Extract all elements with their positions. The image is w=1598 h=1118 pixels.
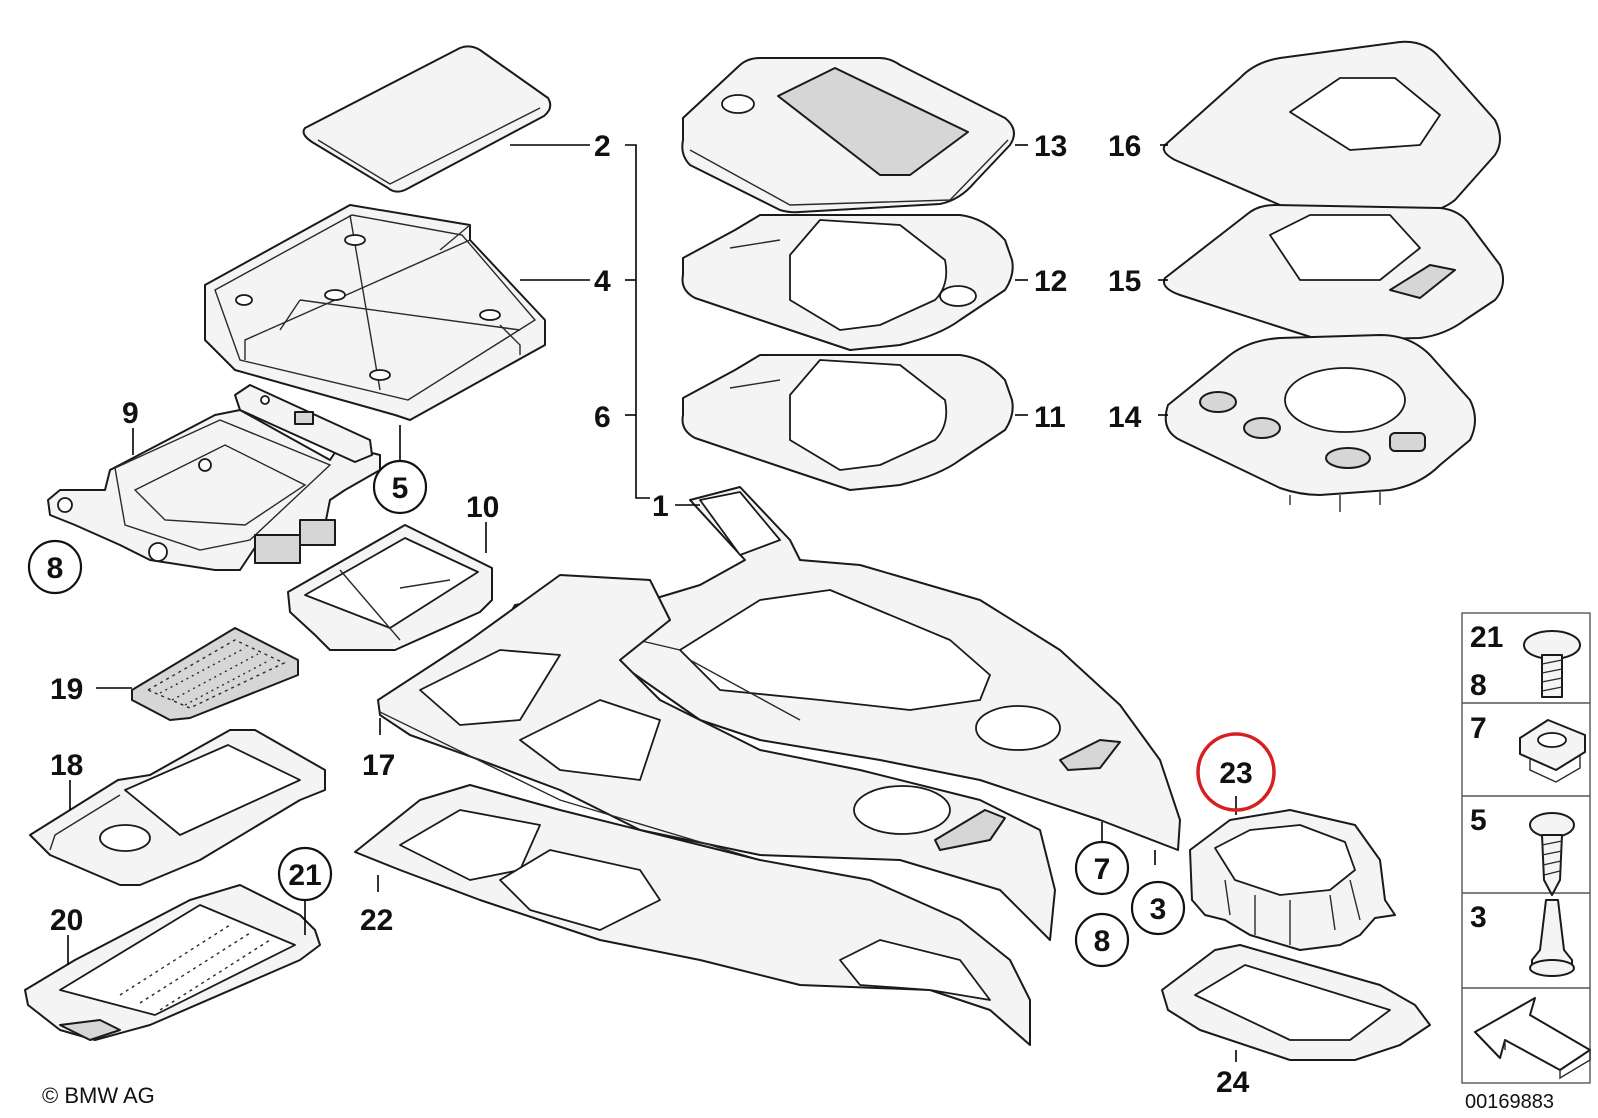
label-14: 14 <box>1108 401 1142 434</box>
part-24-frame <box>1161 944 1431 1061</box>
screw-icon <box>1523 630 1581 698</box>
callout-circle-3 <box>1130 880 1186 936</box>
label-10: 10 <box>466 491 499 524</box>
part-17-trim-panel <box>377 574 1056 941</box>
legend-label-8: 8 <box>1470 669 1487 702</box>
part-22-lower-trim <box>354 784 1031 1046</box>
label-6: 6 <box>594 401 611 434</box>
part-clip-strip <box>234 384 373 463</box>
highlight-ring-23 <box>1196 732 1276 812</box>
part-12-trim-plate <box>681 214 1014 351</box>
part-19-mat <box>131 627 299 721</box>
legend-label-3: 3 <box>1470 901 1487 934</box>
label-1: 1 <box>652 490 669 523</box>
part-16-top-bezel <box>1162 40 1501 216</box>
callout-circle-8-left <box>27 539 83 595</box>
screw-icon <box>1529 812 1575 896</box>
leader-lines <box>67 144 1237 1062</box>
legend-label-21: 21 <box>1470 621 1503 654</box>
label-12: 12 <box>1034 265 1067 298</box>
direction-arrow-icon <box>1474 997 1591 1080</box>
part-13-switch-cover <box>681 57 1015 214</box>
callout-circle-5 <box>372 459 428 515</box>
label-3: 3 <box>1150 893 1167 926</box>
callout-labels: 2 4 6 1 13 12 11 16 15 14 9 10 19 18 20 … <box>27 130 1276 1099</box>
label-13: 13 <box>1034 130 1067 163</box>
label-23: 23 <box>1219 757 1252 790</box>
legend-label-7: 7 <box>1470 712 1487 745</box>
label-8-right: 8 <box>1094 925 1111 958</box>
label-15: 15 <box>1108 265 1141 298</box>
part-9-mounting-bracket <box>47 409 381 571</box>
label-16: 16 <box>1108 130 1141 163</box>
label-7: 7 <box>1094 853 1111 886</box>
part-11-trim-plate <box>681 354 1014 491</box>
copyright-text: © BMW AG <box>42 1083 155 1108</box>
label-18: 18 <box>50 749 83 782</box>
fastener-legend: 21 8 7 5 3 <box>1461 612 1591 1084</box>
part-4-tray-frame <box>204 204 546 421</box>
label-24: 24 <box>1216 1066 1250 1099</box>
part-20-tray-liner <box>24 884 321 1041</box>
part-14-control-panel <box>1164 334 1476 512</box>
part-23-bracket <box>1189 809 1396 951</box>
catalog-number: 00169883 <box>1465 1091 1554 1113</box>
label-19: 19 <box>50 673 83 706</box>
part-15-middle-bezel <box>1163 204 1505 341</box>
callout-circle-7 <box>1074 840 1130 896</box>
callout-circle-8-right <box>1074 912 1130 968</box>
part-1-center-console <box>504 486 1181 851</box>
label-21: 21 <box>288 859 321 892</box>
callout-circle-21 <box>277 846 333 902</box>
label-5: 5 <box>392 472 409 505</box>
label-9: 9 <box>122 397 139 430</box>
plug-icon <box>1529 899 1575 977</box>
clip-nut-icon <box>1519 719 1586 783</box>
label-17: 17 <box>362 749 395 782</box>
label-22: 22 <box>360 904 393 937</box>
label-20: 20 <box>50 904 83 937</box>
label-11: 11 <box>1034 401 1066 434</box>
legend-label-5: 5 <box>1470 804 1487 837</box>
label-2: 2 <box>594 130 611 163</box>
label-4: 4 <box>594 265 611 298</box>
part-10-storage-insert <box>287 524 493 651</box>
part-2-lid-pad <box>302 45 552 193</box>
label-8-left: 8 <box>47 552 64 585</box>
part-18-tray <box>29 729 326 886</box>
